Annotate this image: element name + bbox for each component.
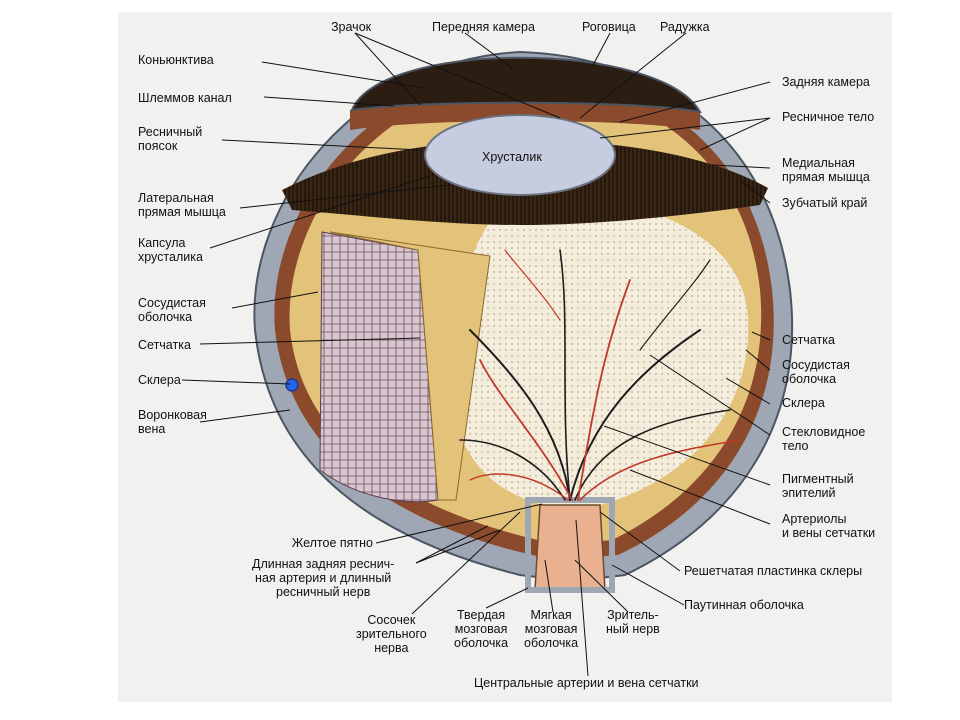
label-shlemmov-kanal: Шлеммов канал <box>138 91 232 105</box>
label-tverdaya-obolochka: Твердая мозговая оболочка <box>454 608 509 650</box>
label-sosochek: Сосочек зрительного нерва <box>356 613 427 655</box>
label-resnichny-poyasok: Ресничный поясок <box>138 125 203 153</box>
leader-lines <box>181 32 771 677</box>
label-reshetchataya-plastinka: Решетчатая пластинка склеры <box>684 564 863 578</box>
label-setchatka-left: Сетчатка <box>138 338 191 352</box>
label-medialnaya-myshtsa: Медиальная прямая мышца <box>782 156 870 184</box>
label-rogovitsa: Роговица <box>582 20 636 34</box>
label-sklera-left: Склера <box>138 373 181 387</box>
label-zadnyaya-kamera: Задняя камера <box>782 75 870 89</box>
label-pigmentny-epiteliy: Пигментный эпителий <box>782 472 854 500</box>
label-arterioly-veny: Артериолы и вены сетчатки <box>782 512 876 540</box>
optic-nerve <box>534 504 606 591</box>
label-pautinnaya-obolochka: Паутинная оболочка <box>684 598 804 612</box>
label-kapsula-khrustalika: Капсула хрусталика <box>138 236 203 264</box>
label-zubchaty-krai: Зубчатый край <box>782 196 868 210</box>
label-zheltoe-pyatno: Желтое пятно <box>291 536 373 550</box>
label-tsentralnye-arterii: Центральные артерии и вена сетчатки <box>474 676 699 690</box>
label-sosudistaya-right: Сосудистая оболочка <box>782 358 850 386</box>
label-myagkaya-obolochka: Мягкая мозговая оболочка <box>524 608 579 650</box>
label-perednyaya-kamera: Передняя камера <box>432 20 535 34</box>
label-zrachok: Зрачок <box>331 20 372 34</box>
label-sklera-right: Склера <box>782 396 825 410</box>
label-dlinnaya-arteriya: Длинная задняя реснич- ная артерия и дли… <box>252 557 395 599</box>
cornea <box>350 56 702 114</box>
retinal-vessels <box>459 249 741 501</box>
label-konyunktiva: Коньюнктива <box>138 53 214 67</box>
label-setchatka-right: Сетчатка <box>782 333 835 347</box>
cutaway-retina <box>329 231 491 501</box>
label-steklovidnoe-telo: Стекловидное тело <box>782 425 866 453</box>
label-voronkovaya-vena: Воронковая вена <box>138 408 207 436</box>
label-resnichnoe-telo: Ресничное тело <box>782 110 875 124</box>
label-khrustalik: Хрусталик <box>482 150 542 164</box>
label-lateralnaya-myshtsa: Латеральная прямая мышца <box>138 191 226 219</box>
label-raduzhka: Радужка <box>660 20 710 34</box>
label-zritelny-nerv: Зритель- ный нерв <box>606 608 660 636</box>
label-sosudistaya-left: Сосудистая оболочка <box>138 296 206 324</box>
lens <box>424 114 616 196</box>
vortex-vein <box>285 378 299 392</box>
